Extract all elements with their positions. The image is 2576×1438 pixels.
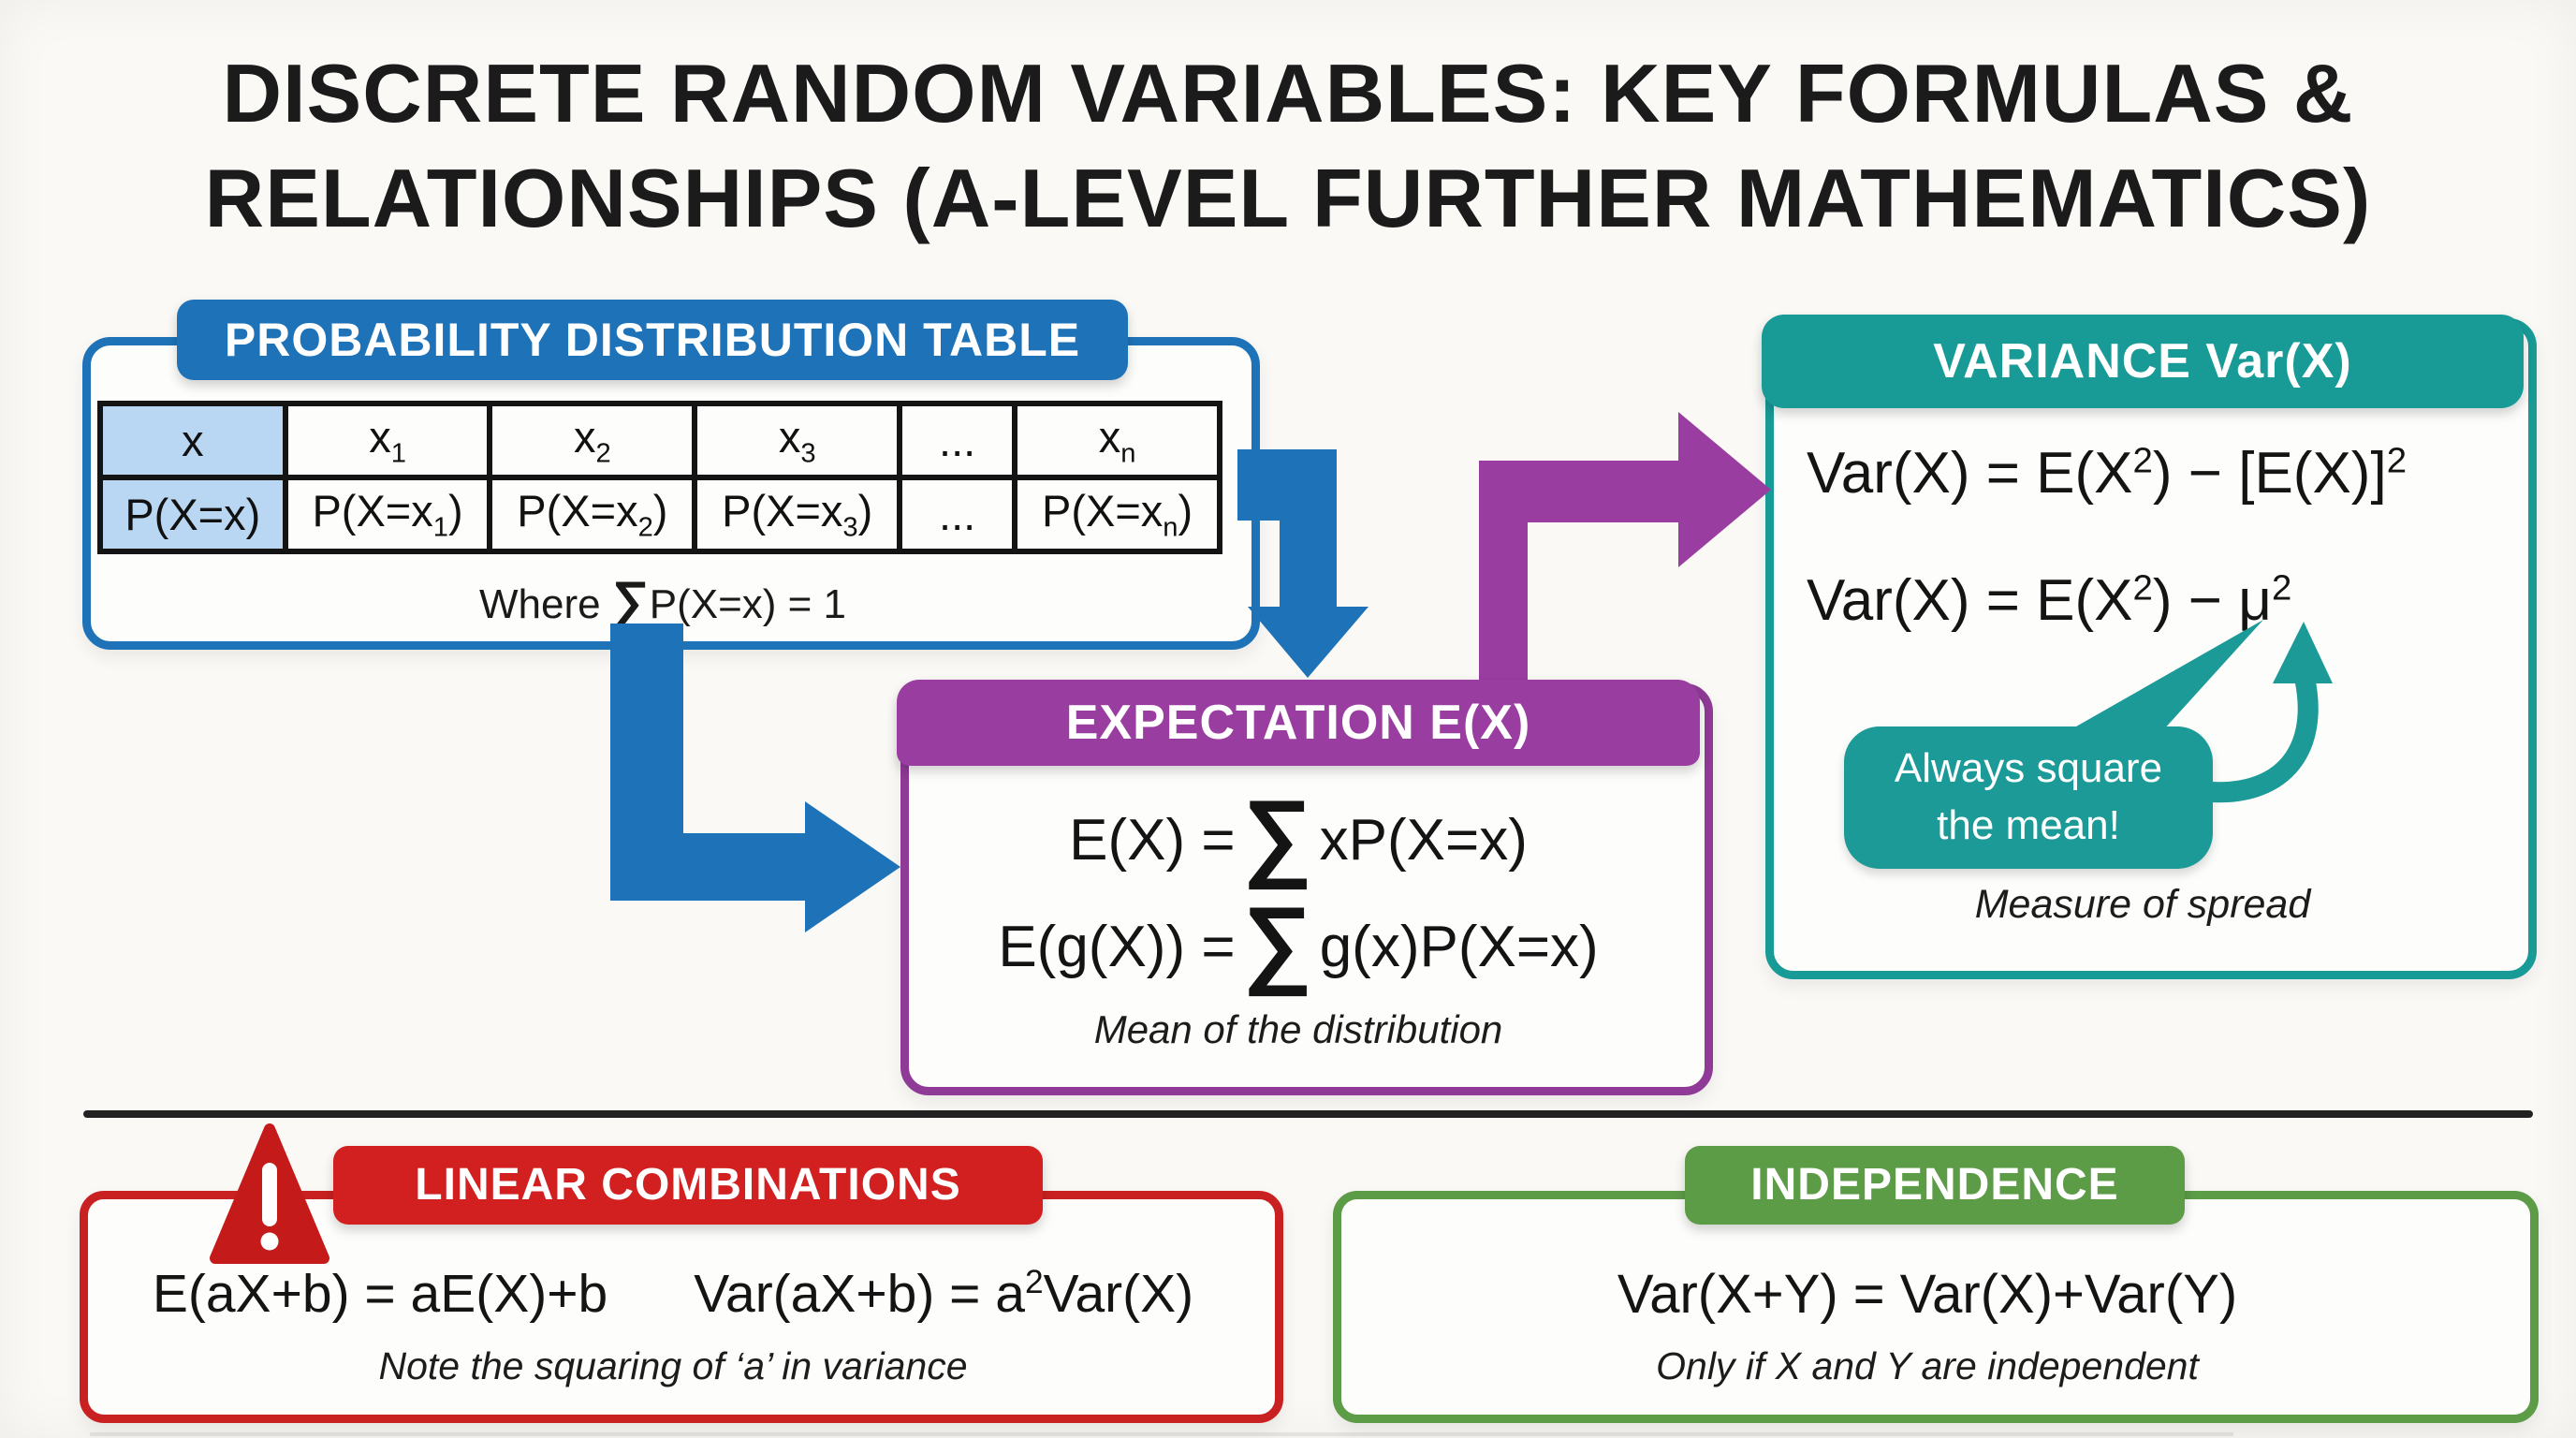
linear-combinations-header: LINEAR COMBINATIONS — [333, 1146, 1043, 1225]
table-cell: P(X=x) — [97, 475, 288, 554]
expectation-note: Mean of the distribution — [1093, 1007, 1503, 1051]
formula-text: xP(X=x) — [1319, 807, 1528, 873]
footnote-text: Where — [478, 581, 612, 627]
formula-text: E(g(X)) = — [998, 914, 1236, 979]
callout-text-line1: Always square — [1894, 745, 2163, 792]
section-divider — [83, 1110, 2533, 1118]
expectation-formula-2: E(g(X)) = ∑ g(x)P(X=x) — [900, 888, 1696, 998]
variance-formula-2: Var(X) = E(X2) − μ2 — [1807, 567, 2292, 633]
table-footnote: Where ∑P(X=x) = 1 — [82, 569, 1243, 630]
sigma-symbol: ∑ — [611, 570, 650, 629]
table-cell: x1 — [282, 401, 493, 480]
table-cell: P(X=x1) — [282, 475, 493, 554]
table-cell: P(X=x3) — [692, 475, 903, 554]
probability-distribution-table: x x1 x2 x3 ... xn P(X=x) P(X=x1) P(X=x2)… — [97, 401, 1222, 554]
formula-text: g(x)P(X=x) — [1319, 914, 1599, 979]
table-row-values: x x1 x2 x3 ... xn — [97, 401, 1222, 480]
table-cell: P(X=x2) — [487, 475, 698, 554]
expectation-header: EXPECTATION E(X) — [897, 680, 1700, 766]
arrow-expectation-to-variance-icon — [1479, 412, 1771, 698]
variance-formula-1: Var(X) = E(X2) − [E(X)]2 — [1807, 440, 2408, 506]
table-cell: ... — [897, 475, 1018, 554]
callout-text-line2: the mean! — [1937, 802, 2120, 848]
probability-table-header: PROBABILITY DISTRIBUTION TABLE — [177, 300, 1128, 380]
bottom-edge-line — [90, 1432, 2233, 1436]
table-cell: P(X=xn) — [1012, 475, 1222, 554]
linear-combinations-note: Note the squaring of ‘a’ in variance — [378, 1344, 968, 1387]
table-cell: x3 — [692, 401, 903, 480]
table-cell: ... — [897, 401, 1018, 480]
variance-note: Measure of spread — [1974, 882, 2311, 927]
table-cell: x — [97, 401, 288, 480]
arrow-table-to-expectation-right-icon — [610, 624, 900, 932]
formula-text: E(X) = — [1069, 807, 1236, 873]
callout-bubble: Always square the mean! — [1844, 726, 2213, 869]
table-cell: xn — [1012, 401, 1222, 480]
variance-box — [1765, 318, 2537, 979]
page-title-line1: DISCRETE RANDOM VARIABLES: KEY FORMULAS … — [222, 47, 2354, 139]
independence-note: Only if X and Y are independent — [1656, 1344, 2199, 1387]
linear-variance-formula: Var(aX+b) = a2Var(X) — [694, 1264, 1194, 1324]
independence-formula: Var(X+Y) = Var(X)+Var(Y) — [1617, 1263, 2238, 1325]
expectation-formula-1: E(X) = ∑ xP(X=x) — [900, 781, 1696, 891]
footnote-text: P(X=x) = 1 — [649, 581, 847, 627]
page-title-line2: RELATIONSHIPS (A-LEVEL FURTHER MATHEMATI… — [204, 152, 2372, 244]
linear-combinations-formulas: E(aX+b) = aE(X)+b Var(aX+b) = a2Var(X) — [80, 1245, 1266, 1343]
sigma-symbol: ∑ — [1242, 780, 1312, 889]
variance-header: VARIANCE Var(X) — [1762, 315, 2524, 408]
sigma-symbol: ∑ — [1242, 887, 1312, 996]
linear-expectation-formula: E(aX+b) = aE(X)+b — [152, 1264, 608, 1324]
independence-header: INDEPENDENCE — [1685, 1146, 2185, 1225]
table-row-probabilities: P(X=x) P(X=x1) P(X=x2) P(X=x3) ... P(X=x… — [97, 475, 1222, 554]
page-title: DISCRETE RANDOM VARIABLES: KEY FORMULAS … — [0, 41, 2576, 251]
table-cell: x2 — [487, 401, 698, 480]
